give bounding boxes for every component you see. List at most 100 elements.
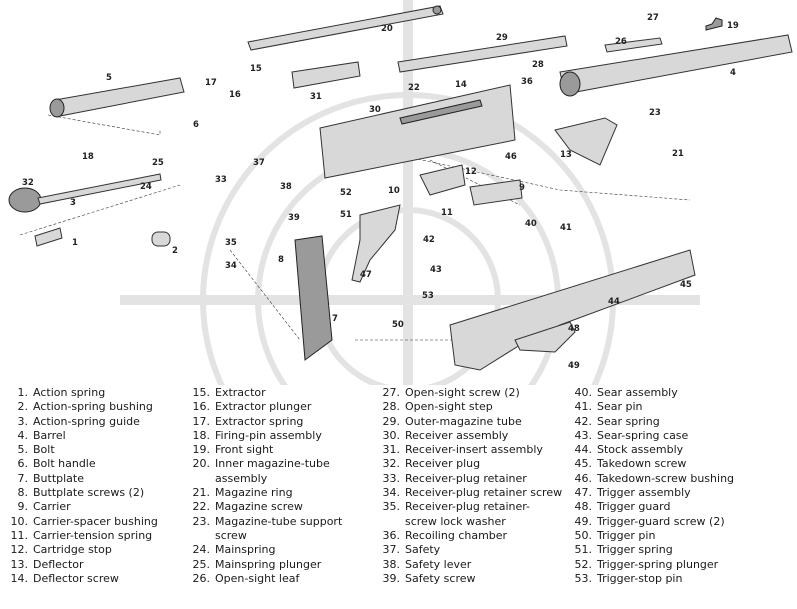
legend-item: 40. Sear assembly <box>570 386 734 400</box>
legend-item: assembly <box>188 472 342 486</box>
callout-42: 42 <box>423 235 435 245</box>
legend-item-number: 40. <box>574 386 593 399</box>
legend-item-number: 21. <box>192 486 211 500</box>
legend-item-name: Sear assembly <box>597 386 678 399</box>
legend-item: 37.Safety <box>378 543 562 557</box>
callout-26: 26 <box>615 37 627 47</box>
legend-item-name: Takedown screw <box>597 457 687 471</box>
legend-item: 32.Receiver plug <box>378 457 562 471</box>
legend-item-number: 25. <box>192 557 211 571</box>
callout-51: 51 <box>340 210 352 220</box>
legend-item-number: 9. <box>17 500 29 514</box>
legend-item-name: Magazine ring <box>215 486 293 500</box>
legend-item-number: 36. <box>382 528 401 542</box>
legend-item-number: 37. <box>382 543 401 557</box>
part-trigger-guard <box>514 321 576 353</box>
callout-48: 48 <box>568 324 580 334</box>
legend-item: 53.Trigger-stop pin <box>570 572 734 586</box>
legend-item-name: Bolt <box>33 443 55 457</box>
callout-11: 11 <box>441 208 453 218</box>
callout-21: 21 <box>672 149 684 159</box>
legend-item-number: 16. <box>192 400 211 414</box>
legend-item-name: Magazine-tube support <box>215 514 343 528</box>
legend-item-name: Extractor spring <box>215 414 304 428</box>
legend-item: 6.Bolt handle <box>6 457 158 471</box>
legend-item-number: 2. <box>17 400 29 414</box>
legend-item-number: 3. <box>17 414 29 428</box>
callout-39: 39 <box>288 213 300 223</box>
callout-9: 9 <box>519 183 525 193</box>
part-receiver-plug <box>8 173 162 213</box>
legend-item: 34.Receiver-plug retainer screw <box>378 486 563 500</box>
legend-item-number: 39. <box>382 571 401 585</box>
legend-item-number: 19. <box>192 443 211 457</box>
legend-item-name: Trigger spring <box>597 543 673 557</box>
part-buttplate <box>294 235 333 361</box>
legend-item-name: Open-sight leaf <box>215 571 300 585</box>
part-action-spring <box>34 227 63 247</box>
legend-item-number: 44. <box>574 443 593 457</box>
callout-53: 53 <box>422 291 434 301</box>
callout-33: 33 <box>215 175 227 185</box>
part-carrier <box>469 179 523 206</box>
legend-item: 26.Open-sight leaf <box>188 572 342 586</box>
callout-14: 14 <box>455 80 467 90</box>
legend-item: 48.Trigger guard <box>570 500 734 514</box>
callout-52: 52 <box>340 188 352 198</box>
legend-item: screw lock washer <box>378 515 562 529</box>
legend-item-name: Mainspring plunger <box>215 557 322 571</box>
legend-item-number: 10. <box>10 514 29 528</box>
callout-8: 8 <box>278 255 284 265</box>
callout-24: 24 <box>140 182 152 192</box>
legend-item: 15.Extractor <box>188 386 342 400</box>
legend-item-name: Safety lever <box>405 557 472 571</box>
legend-item-number: 12. <box>10 543 29 557</box>
legend-item-name: Extractor plunger <box>215 400 312 414</box>
legend-item-number: 4. <box>17 428 29 442</box>
legend-item-name: Bolt handle <box>33 457 96 471</box>
legend-item: 12. Cartridge stop <box>6 543 158 557</box>
callout-31: 31 <box>310 92 322 102</box>
legend-item: 24.Mainspring <box>188 543 342 557</box>
callout-22: 22 <box>408 83 420 93</box>
callout-28: 28 <box>532 60 544 70</box>
callout-41: 41 <box>560 223 572 233</box>
legend-item: 31.Receiver-insert assembly <box>378 443 562 457</box>
part-inner-magazine-tube <box>247 5 444 51</box>
callout-1: 1 <box>72 238 78 248</box>
legend-item-number: 7. <box>17 471 29 485</box>
legend-item: 23.Magazine-tube support <box>188 514 343 529</box>
legend-item: 20.Inner magazine-tube <box>188 457 342 471</box>
callout-34: 34 <box>225 261 237 271</box>
legend-item: 52.Trigger-spring plunger <box>570 558 734 572</box>
legend-item-number: 33. <box>382 471 401 485</box>
legend-item-number: 29. <box>382 414 401 428</box>
legend-item: 7.Buttplate <box>6 472 158 486</box>
legend-item: 35.Receiver-plug retainer- <box>378 500 562 514</box>
legend-item-number: 28. <box>382 400 401 414</box>
legend-item-number: 17. <box>192 414 211 428</box>
legend-item-name: Cartridge stop <box>33 543 112 557</box>
legend-item-name: Receiver assembly <box>405 428 509 442</box>
callout-40: 40 <box>525 219 537 229</box>
callout-3: 3 <box>70 198 76 208</box>
callout-15: 15 <box>250 64 262 74</box>
legend-column-3: 27.Open-sight screw (2)28.Open-sight ste… <box>378 386 563 586</box>
legend-item: 28.Open-sight step <box>378 400 562 414</box>
legend-item-name: Stock assembly <box>597 443 684 457</box>
callout-17: 17 <box>205 78 217 88</box>
legend-item: 16. Extractor plunger <box>188 400 342 414</box>
part-front-sight <box>705 17 723 31</box>
callout-23: 23 <box>649 108 661 118</box>
legend-item: 38.Safety lever <box>378 558 562 572</box>
legend-item-name: screw lock washer <box>405 514 506 528</box>
legend-item: 47.Trigger assembly <box>570 486 734 500</box>
legend-item-name: Trigger pin <box>597 528 656 542</box>
callout-43: 43 <box>430 265 442 275</box>
callout-18: 18 <box>82 152 94 162</box>
legend-item-number: 1. <box>17 386 29 399</box>
legend-item-name: Trigger assembly <box>597 486 691 500</box>
legend-item-number: 15. <box>192 386 211 399</box>
